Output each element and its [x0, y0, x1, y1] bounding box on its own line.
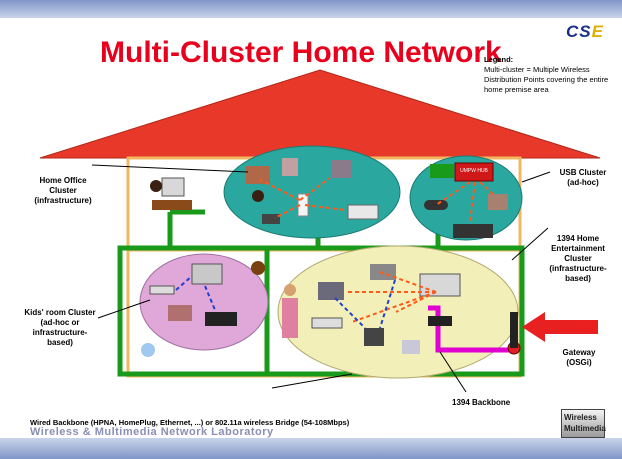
photo-card-3	[332, 160, 352, 178]
office-person	[150, 180, 162, 192]
callout-lines	[91, 164, 551, 393]
gateway-box	[510, 312, 518, 348]
wired-backbone-label: Wired Backbone (HPNA, HomePlug, Ethernet…	[30, 418, 350, 427]
usb-cluster-label: USB Cluster (ad-hoc)	[559, 168, 607, 187]
baby	[141, 343, 155, 357]
wireless-links-orange	[259, 177, 496, 323]
ent-card	[318, 282, 344, 300]
ent-scanner	[402, 340, 420, 354]
usb-gamepad	[424, 200, 448, 210]
kids-card	[168, 305, 192, 321]
ent-person-body	[282, 298, 298, 338]
top-banner	[0, 0, 622, 18]
usb-laptop	[453, 224, 493, 238]
bottom-banner	[0, 438, 622, 459]
office-desk	[152, 200, 192, 210]
kids-vcr	[149, 285, 175, 295]
hub-label: UMPW HUB	[460, 168, 488, 174]
lab-name: Wireless & Multimedia Network Laboratory	[30, 426, 274, 438]
legend: Legend: Multi-cluster = Multiple Wireles…	[484, 55, 614, 95]
wired-backbone-line	[117, 245, 525, 377]
ent-player	[428, 316, 452, 326]
ent-person	[284, 284, 296, 296]
legend-text: Multi-cluster = Multiple Wireless Distri…	[484, 65, 609, 94]
wireless-multimedia-badge: Wireless Multimedia	[561, 409, 606, 438]
legend-heading: Legend:	[484, 55, 514, 64]
office-person-2	[252, 190, 264, 202]
backbone-1394-line	[428, 305, 512, 353]
ent-tv	[419, 273, 461, 297]
photo-card-1	[246, 166, 270, 184]
ent-camera	[370, 264, 396, 280]
office-laptop	[262, 214, 280, 224]
kids-room-cluster-label: Kids' room Cluster (ad-hoc or infrastruc…	[24, 308, 96, 347]
page-title: Multi-Cluster Home Network	[100, 36, 502, 69]
ent-vcr	[311, 317, 343, 329]
umpw-hub	[454, 162, 494, 182]
cse-logo: CSE	[566, 22, 604, 41]
usb-card	[488, 194, 508, 210]
ent-monitor	[364, 328, 384, 346]
office-computer	[161, 177, 185, 197]
teddy-bear	[251, 261, 265, 275]
kids-console	[205, 312, 237, 326]
gateway-arrow	[522, 312, 598, 342]
home-office-cluster-label: Home Office Cluster (infrastructure)	[34, 176, 92, 205]
kids-tv	[191, 263, 223, 285]
hub-link	[430, 164, 454, 178]
photo-card-2	[282, 158, 298, 176]
gateway-label: Gateway (OSGi)	[562, 348, 596, 367]
wireless-links-blue	[175, 275, 396, 329]
office-printer	[347, 204, 379, 220]
backbone-1394-label: 1394 Backbone	[452, 398, 511, 407]
entertainment-cluster-label: 1394 Home Entertainment Cluster (infrast…	[549, 234, 607, 283]
